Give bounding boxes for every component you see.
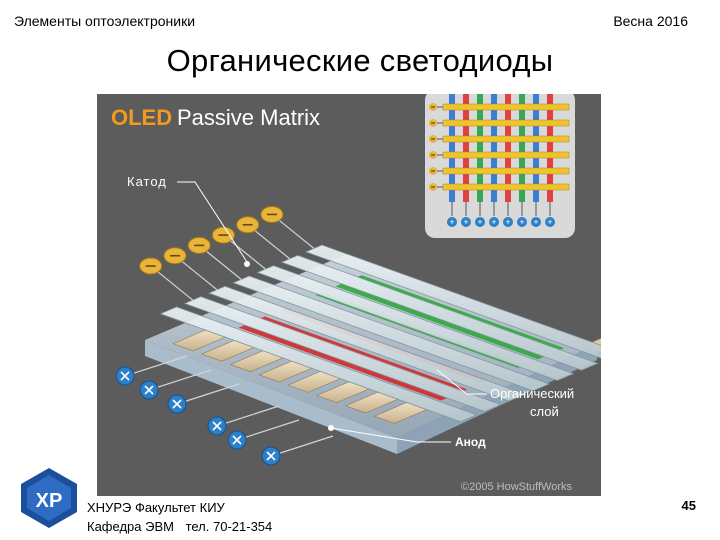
label-anode: Анод (455, 435, 486, 449)
footer-phone: тел. 70-21-354 (186, 519, 273, 534)
label-organic-layer-2: слой (530, 404, 559, 419)
plus-sign-icon: + (533, 217, 538, 227)
inset-row (443, 184, 569, 190)
plus-sign-icon: + (463, 217, 468, 227)
oled-passive-matrix-diagram: OLED Passive Matrix + + + + + + + + Катод Орган… (97, 94, 601, 496)
plus-sign-icon: + (491, 217, 496, 227)
anode-pin-wire (149, 370, 211, 390)
anode-leader-dot (328, 425, 334, 431)
footer-contacts: Кафедра ЭВМ тел. 70-21-354 (87, 517, 280, 536)
page-number: 45 (682, 498, 696, 513)
university-logo: ХР (17, 466, 81, 530)
plus-sign-icon: + (477, 217, 482, 227)
label-cathode: Катод (127, 174, 167, 189)
cathode-leader-dot (244, 261, 250, 267)
inset-row (443, 104, 569, 110)
footer-organization: ХНУРЭ Факультет КИУ (87, 498, 280, 517)
label-organic-layer-1: Органический (490, 386, 574, 401)
anode-pin-wire (271, 436, 333, 456)
inset-row (443, 152, 569, 158)
anode-pin-wire (217, 406, 279, 426)
copyright-text: ©2005 HowStuffWorks (461, 481, 573, 493)
footer-info: ХНУРЭ Факультет КИУ Кафедра ЭВМ тел. 70-… (87, 498, 280, 536)
inset-row (443, 136, 569, 142)
plus-sign-icon: + (505, 217, 510, 227)
diagram-heading-oled: OLED (111, 105, 172, 130)
anode-pin-wire (177, 384, 239, 404)
logo-text: ХР (36, 490, 63, 512)
plus-sign-icon: + (547, 217, 552, 227)
header-course-title: Элементы оптоэлектроники (14, 13, 195, 29)
plus-sign-icon: + (519, 217, 524, 227)
cathode-leader-line (177, 182, 247, 262)
diagram-heading-passive-matrix: Passive Matrix (177, 105, 320, 130)
header-semester: Весна 2016 (613, 13, 688, 29)
inset-row (443, 168, 569, 174)
slide-title: Органические светодиоды (0, 43, 720, 79)
footer-department: Кафедра ЭВМ (87, 519, 174, 534)
plus-sign-icon: + (449, 217, 454, 227)
inset-row (443, 120, 569, 126)
matrix-inset: + + + + + + + + (425, 94, 575, 238)
anode-pin-wire (237, 420, 299, 440)
